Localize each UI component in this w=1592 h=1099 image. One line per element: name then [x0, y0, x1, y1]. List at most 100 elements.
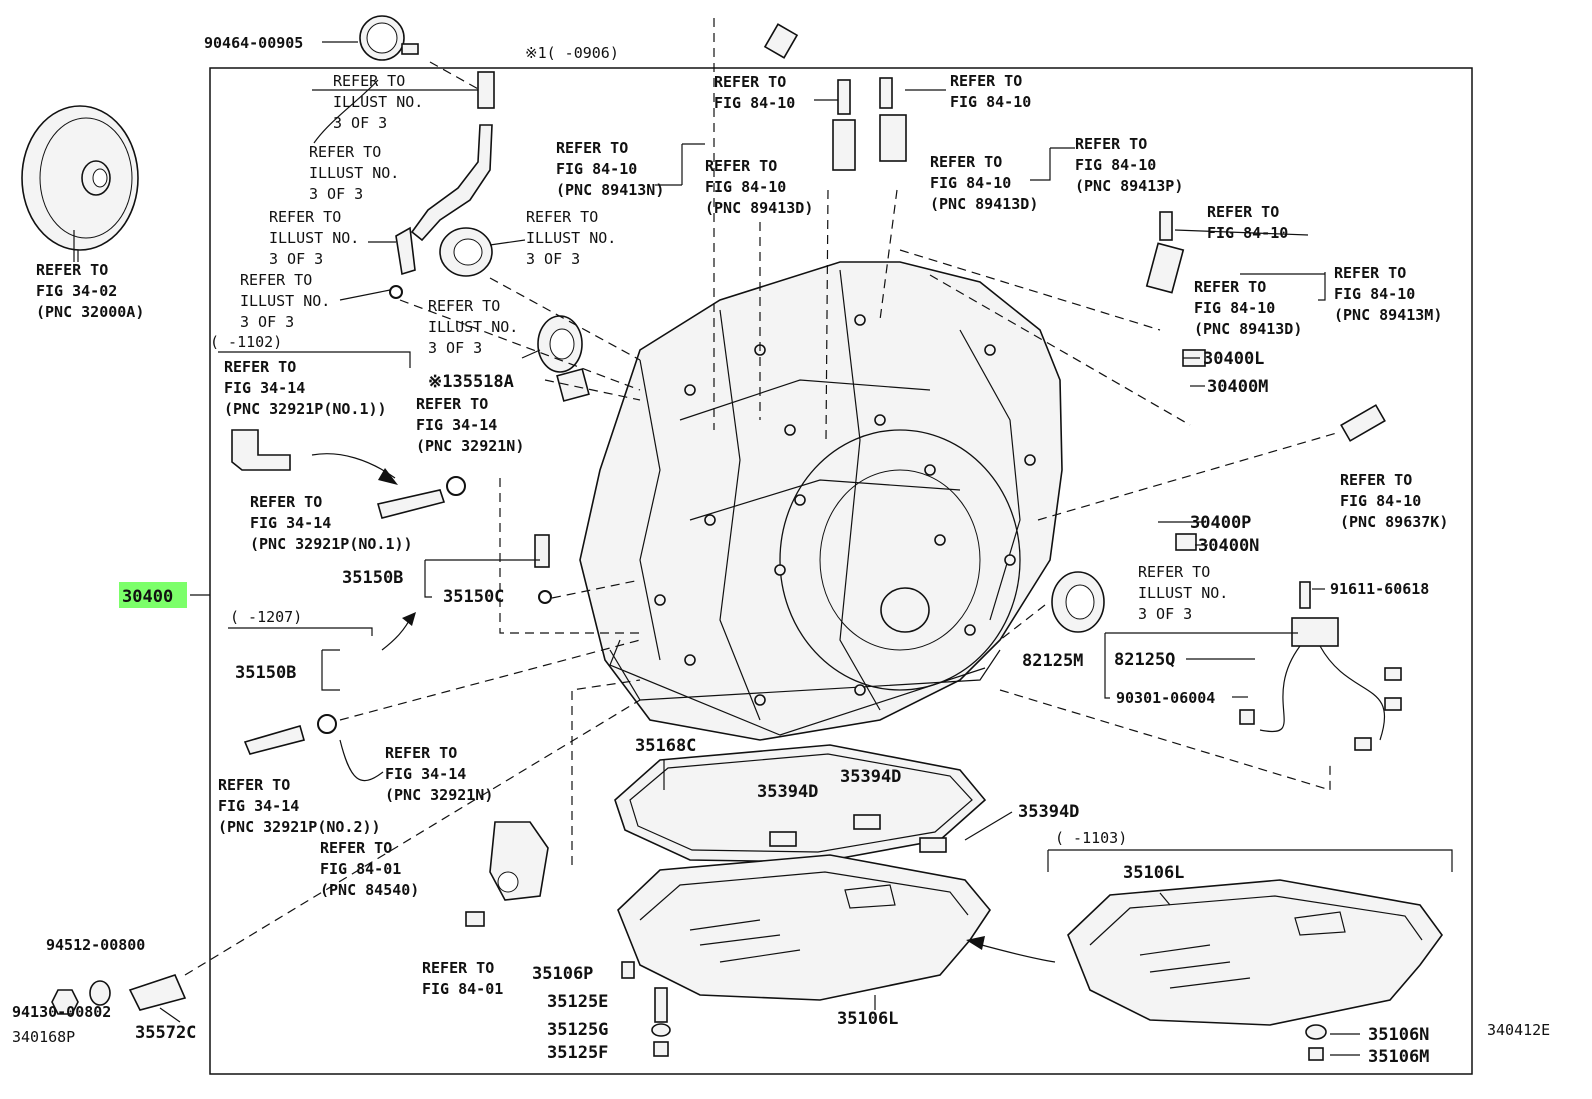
refer-block-7: REFER TO ILLUST NO. 3 OF 3 — [428, 297, 518, 357]
part-30400-label: 30400 — [122, 587, 173, 607]
part-label: ※135518A — [428, 372, 514, 392]
part-label: 94512-00800 — [46, 936, 145, 954]
figure-code-left: 340168P — [12, 1028, 75, 1046]
part-label: 35394D — [840, 767, 901, 787]
part-label: 35150B — [235, 663, 296, 683]
part-label: 35150C — [443, 587, 504, 607]
refer-line: REFER TO — [1075, 135, 1147, 153]
refer-line: (PNC 89637K) — [1340, 513, 1448, 531]
part-label: 35106P — [532, 964, 593, 984]
oil-pipe-union-drawings — [231, 285, 552, 755]
wire-harness-drawing — [1239, 581, 1402, 751]
refer-line: REFER TO — [224, 358, 296, 376]
oil-pan-gasket-drawing — [614, 744, 987, 863]
date-range-3: ( -1103) — [1055, 829, 1127, 847]
refer-line: REFER TO — [385, 744, 457, 762]
refer-line: FIG 34-14 — [224, 379, 305, 397]
refer-line: REFER TO — [950, 72, 1022, 90]
part-label: 91611-60618 — [1330, 580, 1429, 598]
refer-line: 3 OF 3 — [269, 250, 323, 268]
refer-line: REFER TO — [1334, 264, 1406, 282]
torque-converter-drawing — [21, 105, 139, 262]
refer-line: ILLUST NO. — [526, 229, 616, 247]
refer-line: (PNC 89413P) — [1075, 177, 1183, 195]
part-label: 35125E — [547, 992, 608, 1012]
refer-line: (PNC 32921P(NO.2)) — [218, 818, 381, 836]
part-label: 35168C — [635, 736, 696, 756]
refer-line: REFER TO — [240, 271, 312, 289]
clamp-drawing — [359, 15, 419, 61]
part-label: 35150B — [342, 568, 403, 588]
refer-line: REFER TO — [333, 72, 405, 90]
part-label: 35125G — [547, 1020, 608, 1040]
leader-lines — [73, 41, 1453, 1056]
refer-line: FIG 34-14 — [416, 416, 497, 434]
refer-line: REFER TO — [556, 139, 628, 157]
oil-pan-alt-drawing — [1067, 879, 1443, 1026]
refer-line: ILLUST NO. — [309, 164, 399, 182]
refer-line: (PNC 32921P(NO.1)) — [224, 400, 387, 418]
refer-line: REFER TO — [714, 73, 786, 91]
part-label: 90464-00905 — [204, 34, 303, 52]
refer-line: (PNC 89413D) — [705, 199, 813, 217]
refer-line: (PNC 32000A) — [36, 303, 144, 321]
refer-line: REFER TO — [250, 493, 322, 511]
labels: REFER TO FIG 34-02 (PNC 32000A) REFER TO IL… — [12, 34, 1550, 1067]
refer-block-17: REFER TO FIG 84-10 (PNC 89413M) — [1334, 264, 1442, 324]
part-label: 30400P — [1190, 513, 1251, 533]
diagram-frame — [209, 67, 1473, 1075]
refer-line: FIG 84-10 — [705, 178, 786, 196]
refer-line: FIG 84-01 — [422, 980, 503, 998]
refer-line: ILLUST NO. — [428, 318, 518, 336]
refer-line: REFER TO — [428, 297, 500, 315]
drain-plug-drawings — [621, 961, 1327, 1061]
refer-line: ILLUST NO. — [240, 292, 330, 310]
refer-block-12: REFER TO FIG 84-10 (PNC 89413D) — [705, 157, 813, 217]
oil-seal-drawings — [439, 227, 1105, 633]
refer-line: REFER TO — [320, 839, 392, 857]
highlight-box — [119, 582, 187, 608]
refer-line: (PNC 32921P(NO.1)) — [250, 535, 413, 553]
part-label: 90301-06004 — [1116, 689, 1215, 707]
part-label: 82125M — [1022, 651, 1083, 671]
refer-line: REFER TO — [1340, 471, 1412, 489]
refer-line: REFER TO — [1207, 203, 1279, 221]
refer-line: 3 OF 3 — [428, 339, 482, 357]
refer-line: ILLUST NO. — [1138, 584, 1228, 602]
refer-line: FIG 84-10 — [1207, 224, 1288, 242]
refer-line: FIG 84-10 — [1334, 285, 1415, 303]
refer-line: (PNC 89413M) — [1334, 306, 1442, 324]
refer-line: REFER TO — [526, 208, 598, 226]
date-range-2: ( -1207) — [230, 608, 302, 626]
part-label: 30400L — [1203, 349, 1264, 369]
refer-line: (PNC 89413N) — [556, 181, 664, 199]
refer-line: FIG 84-10 — [556, 160, 637, 178]
refer-line: FIG 34-02 — [36, 282, 117, 300]
figure-code-right: 340412E — [1487, 1021, 1550, 1039]
refer-line: REFER TO — [705, 157, 777, 175]
refer-block-19: REFER TO FIG 34-14 (PNC 32921P(NO.1)) — [224, 358, 387, 418]
part-label: 35106N — [1368, 1025, 1429, 1045]
part-label: 35106M — [1368, 1047, 1429, 1067]
part-label: 35394D — [757, 782, 818, 802]
refer-line: REFER TO — [416, 395, 488, 413]
refer-line: REFER TO — [309, 143, 381, 161]
refer-block-11: REFER TO FIG 84-10 (PNC 89413N) — [556, 139, 664, 199]
part-label: 30400N — [1198, 536, 1259, 556]
refer-line: REFER TO — [269, 208, 341, 226]
